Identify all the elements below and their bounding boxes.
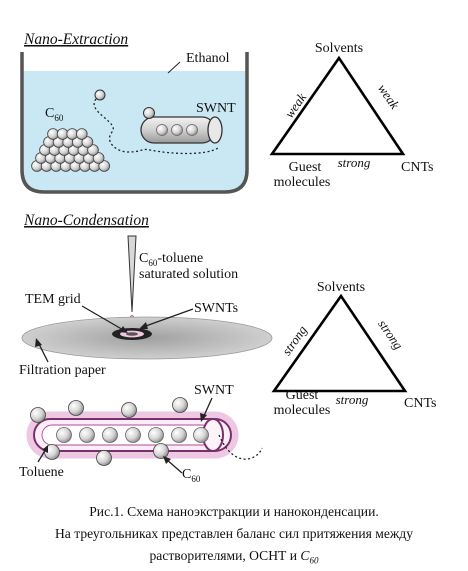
c60-sphere [56, 128, 69, 140]
filtration-label: Filtration paper [19, 363, 106, 378]
c60-sphere [47, 128, 59, 140]
swnts-label: SWNTs [194, 301, 238, 316]
swnts-arrow [142, 308, 194, 328]
ethanol-label: Ethanol [186, 51, 230, 66]
triangle-bottom-bottom-edge: strong [336, 392, 369, 407]
condensation-path [218, 434, 263, 460]
triangle-top-guest: Guest [289, 160, 322, 175]
triangle-bottom-cnts: CNTs [404, 396, 436, 411]
triangle-bottom-right-edge: strong [375, 317, 406, 353]
triangle-top-right-edge: weak [375, 81, 403, 112]
free-c60-molecule [94, 89, 106, 101]
caption-line-1: Рис.1. Схема наноэкстракции и наноконден… [89, 504, 379, 519]
tem-grid-arrow [81, 305, 126, 332]
condensation-title: Nano-Condensation [23, 212, 149, 229]
c60-arrow [165, 458, 183, 474]
ethanol-leader [167, 61, 181, 74]
c60-sphere [81, 136, 94, 148]
triangle-top-bottom-edge: strong [338, 155, 371, 170]
c60-sphere [76, 128, 88, 140]
triangle-top-molecules: molecules [274, 175, 331, 190]
caption-line-2: На треугольниках представлен баланс сил … [54, 526, 414, 541]
swnt-label-condensation: SWNT [194, 383, 234, 398]
filtration-paper [21, 316, 273, 360]
balance-triangle-top [269, 55, 406, 156]
swnt-tube-extraction [140, 116, 223, 144]
outer-c60-molecules [30, 397, 188, 466]
c60-sphere [98, 160, 110, 172]
c60-label-condensation: C60 [182, 467, 201, 484]
solution-label-line1: C60-toluene [139, 251, 203, 268]
swnt-tube-condensation [26, 411, 239, 459]
toluene-label: Toluene [19, 465, 64, 480]
extraction-path [93, 98, 219, 155]
pipette-needle [127, 235, 137, 313]
c60-cluster [31, 128, 110, 172]
solution-label-line2: saturated solution [139, 267, 238, 282]
caption-line-3: растворителями, ОСНТ и C60 [149, 548, 319, 566]
triangle-top-cnts: CNTs [401, 160, 433, 175]
swnt-label-extraction: SWNT [196, 101, 236, 116]
tem-grid-label: TEM grid [25, 292, 81, 307]
triangle-bottom-molecules: molecules [274, 403, 331, 418]
triangle-bottom-guest: Guest [286, 388, 319, 403]
balance-triangle-bottom [271, 293, 408, 393]
triangle-bottom-solvents: Solvents [317, 280, 365, 295]
extraction-title: Nano-Extraction [23, 31, 128, 48]
c60-on-tube [143, 107, 155, 119]
c60-sphere [66, 128, 78, 140]
c60-label: C60 [45, 106, 64, 123]
triangle-top-solvents: Solvents [315, 41, 363, 56]
c60-sphere [87, 144, 99, 156]
triangle-bottom-left-edge: strong [279, 322, 310, 358]
c60-sphere [92, 152, 105, 164]
